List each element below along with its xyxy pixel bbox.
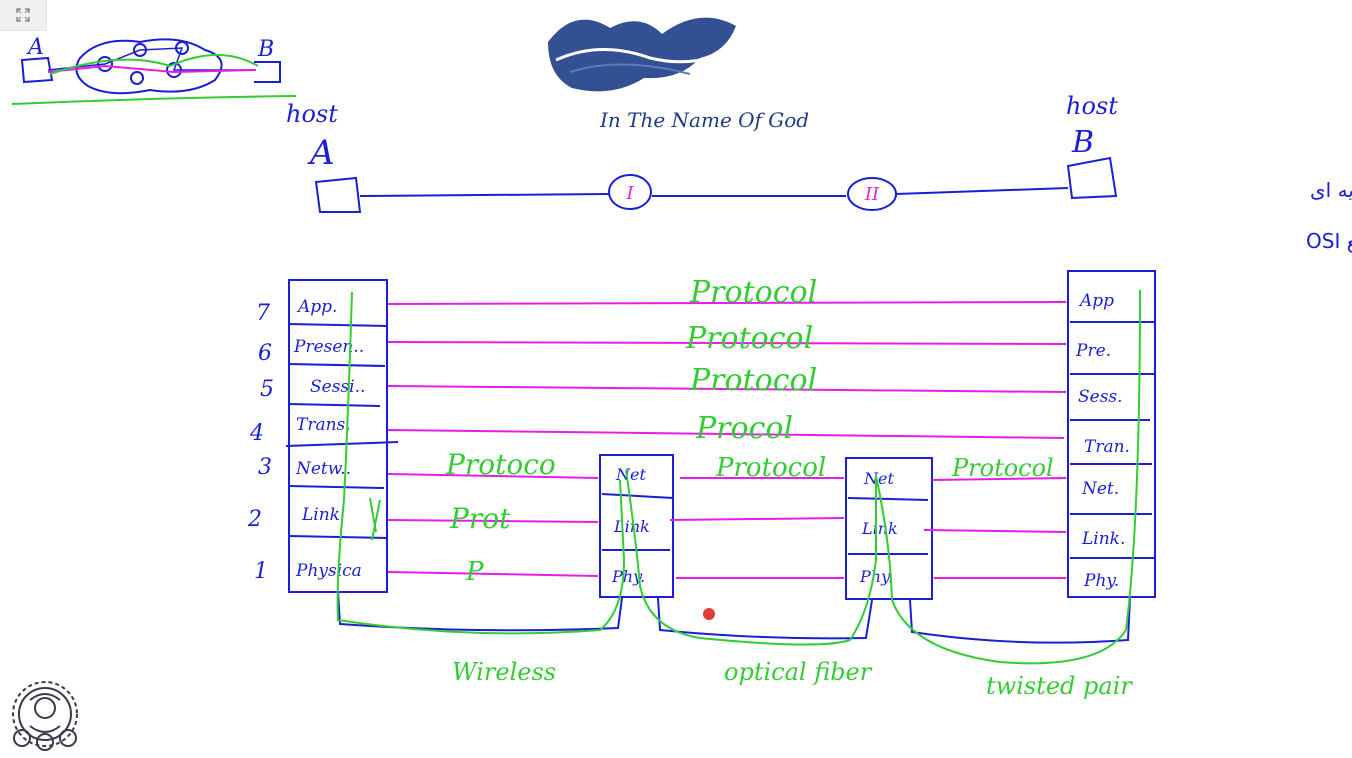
stack-b-layer: Tran. [1084,437,1130,457]
router-2-layer: Net [863,469,894,488]
fullscreen-toggle-button[interactable] [0,0,47,31]
stack-b-layer: Pre. [1075,341,1111,361]
persian-note-2: مدل رجع OSI [1306,229,1352,253]
host-a: host A [286,100,362,213]
persian-note-1: مدل لایه ای [1310,178,1352,202]
layer-number: 1 [254,559,268,584]
host-b-word: host [1066,92,1118,120]
physical-links [337,591,1131,644]
stack-b-layer: App [1078,291,1114,311]
protocol-label: Prot [449,502,511,535]
stack-b-layer: Sess. [1078,387,1123,407]
host-a-word: host [286,100,338,128]
stack-a-layer: Presen.. [293,337,364,357]
host-a-letter: A [307,133,335,173]
protocol-label: Protocol [685,321,813,356]
router-2-label: II [864,184,880,205]
layer-number: 4 [249,421,264,446]
stack-a-layer: Netw.. [295,459,351,479]
layer-number: 2 [247,507,262,532]
router-1-stack: Net Link Phy. [599,454,674,598]
protocol-label: P [465,557,484,587]
protocol-label: Protocol [951,454,1054,482]
stack-a-layer: App. [296,297,337,317]
layer-number: 6 [258,341,272,366]
mini-host-b-label: B [257,37,274,62]
host-a-stack: App. Presen.. Sessi.. Trans. Netw.. Link… [285,279,399,593]
layer-number: 7 [256,301,270,326]
protocol-label: Protoco [445,448,556,481]
host-b-stack: App Pre. Sess. Tran. Net. Link. Phy. [1067,270,1156,598]
stack-a-layer: Trans. [296,415,351,435]
router-2-stack: Net Link Phy. [845,457,933,600]
router-1-layer: Net [615,465,646,484]
protocol-labels: Protocol Protocol Protocol Procol Protoc… [445,275,1054,587]
expand-icon [16,8,30,22]
router-2-node [847,177,897,211]
university-emblem [12,681,78,751]
media-label: optical fiber [724,658,873,686]
stack-b-layer: Link. [1081,529,1125,549]
laser-pointer-dot [703,608,715,620]
layer-number: 3 [258,455,272,480]
peer-protocol-lines [387,301,1067,579]
stack-a-layer: Physica [295,561,362,581]
stack-a-layer: Sessi.. [310,377,365,397]
network-path: I II [359,174,1069,211]
router-2-layer: Link [861,519,898,538]
stack-b-layer: Net. [1081,479,1119,499]
stack-b-layer: Phy. [1083,571,1119,591]
protocol-label: Protocol [689,363,817,398]
router-1-layer: Phy. [611,567,645,586]
mini-topology-sketch: A B [11,35,297,105]
media-label: twisted pair [986,672,1133,700]
persian-notes: مدل لایه ای مدل رجع OSI [1306,178,1352,253]
mini-host-a-label: A [26,35,44,60]
protocol-label: Procol [695,411,793,446]
router-1-label: I [625,183,634,204]
router-2-layer: Phy. [859,567,893,586]
media-labels: Wireless optical fiber twisted pair [452,658,1133,700]
router-1-node [608,174,652,210]
header-logo: In The Name Of God [548,17,809,132]
layer-number: 5 [260,377,274,402]
protocol-label: Protocol [689,275,817,310]
data-flow-path [336,289,1141,665]
layer-numbers: 7 6 5 4 3 2 1 [247,301,274,584]
protocol-label: Protocol [715,453,826,483]
host-b: host B [1066,92,1118,200]
media-label: Wireless [452,658,556,686]
router-1-layer: Link [613,517,650,536]
host-b-letter: B [1071,125,1094,160]
header-caption: In The Name Of God [599,108,809,132]
stack-a-layer: Link [301,505,340,525]
